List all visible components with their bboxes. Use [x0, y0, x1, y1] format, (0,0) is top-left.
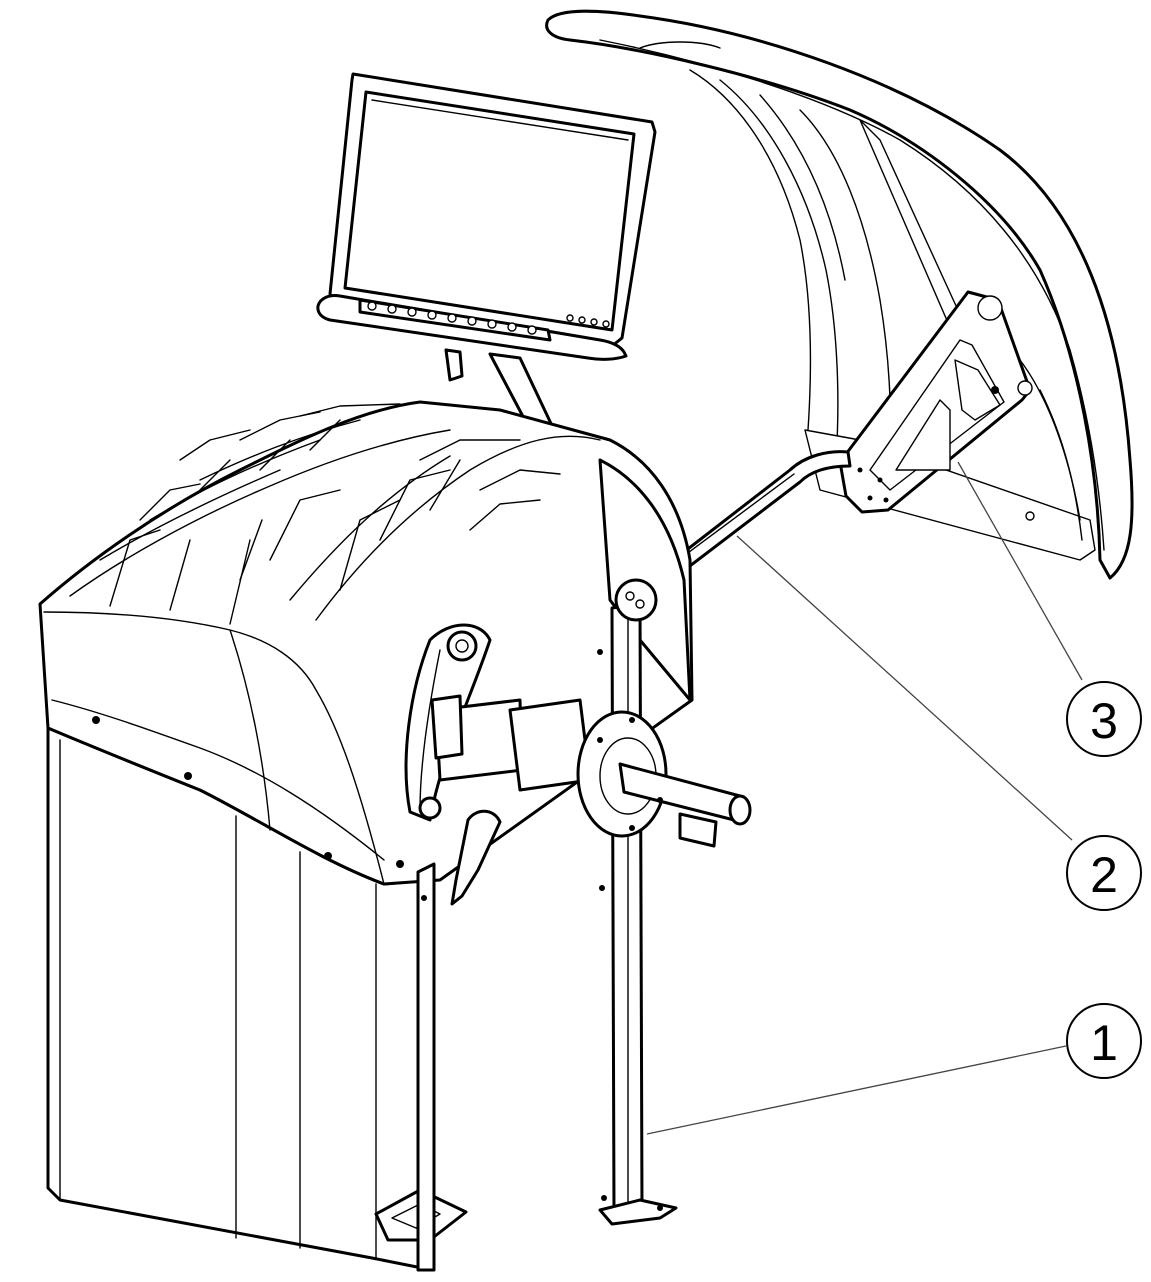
monitor-display [316, 72, 657, 434]
leader-line-2 [736, 535, 1073, 841]
callout-2-label: 2 [1090, 847, 1118, 903]
tool-tray [69, 403, 601, 625]
monitor-buttons [367, 301, 610, 335]
wheel-balancer-cabinet [38, 400, 694, 1272]
leader-lines [646, 461, 1083, 1135]
callout-2: 2 [1066, 835, 1142, 911]
balancer-shaft [430, 694, 752, 906]
callout-3: 3 [1066, 681, 1142, 757]
callout-1: 1 [1066, 1003, 1142, 1079]
leader-line-3 [957, 461, 1083, 681]
callout-1-label: 1 [1090, 1015, 1118, 1071]
hood-bracket [838, 290, 1033, 514]
leader-line-1 [646, 1045, 1067, 1135]
callout-3-label: 3 [1090, 693, 1118, 749]
